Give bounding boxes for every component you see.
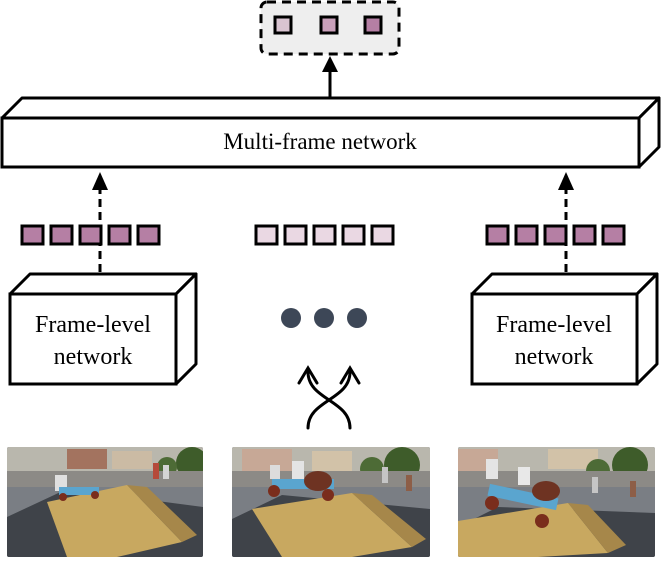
feature-cell: [572, 224, 597, 246]
feature-cell: [601, 224, 626, 246]
frame-level-network-label-line1: Frame-level: [35, 312, 151, 338]
crossing-arrows: [297, 365, 361, 430]
video-frame-2: [232, 447, 430, 557]
feature-cell: [78, 224, 103, 246]
arrow-right-up: [558, 172, 574, 272]
video-frame-3: [458, 447, 655, 557]
feature-vector-left: [20, 224, 161, 246]
frame-level-network-right: Frame-level network: [470, 272, 659, 386]
feature-cell: [312, 224, 337, 246]
arrow-to-output: [322, 56, 338, 98]
frame-level-network-label-line1: Frame-level: [496, 312, 612, 338]
ellipsis-dot: [281, 308, 301, 328]
ellipsis-dot: [314, 308, 334, 328]
video-frame-1: [7, 447, 203, 557]
feature-cell: [543, 224, 568, 246]
feature-cell: [341, 224, 366, 246]
ellipsis-dots: [281, 308, 367, 328]
go-kart-ramp-photo-icon: [7, 447, 203, 557]
feature-cell: [20, 224, 45, 246]
output-feature-cell: [273, 15, 293, 35]
arrow-left-up: [92, 172, 108, 272]
feature-vector-middle: [254, 224, 395, 246]
feature-cell: [254, 224, 279, 246]
ellipsis-dot: [347, 308, 367, 328]
feature-cell: [107, 224, 132, 246]
multi-frame-network: Multi-frame network: [0, 96, 661, 169]
frame-level-network-left: Frame-level network: [8, 272, 198, 386]
feature-cell: [49, 224, 74, 246]
output-feature-box: [259, 0, 401, 56]
feature-cell: [514, 224, 539, 246]
frame-level-network-label-line2: network: [54, 344, 133, 370]
feature-cell: [283, 224, 308, 246]
feature-cell: [485, 224, 510, 246]
go-kart-ramp-photo-icon: [458, 447, 655, 557]
frame-level-network-label-line2: network: [515, 344, 594, 370]
feature-vector-right: [485, 224, 626, 246]
feature-cell: [136, 224, 161, 246]
output-feature-cell: [363, 15, 383, 35]
output-feature-cell: [319, 15, 339, 35]
feature-cell: [370, 224, 395, 246]
go-kart-ramp-photo-icon: [232, 447, 430, 557]
multi-frame-network-label: Multi-frame network: [223, 129, 417, 154]
